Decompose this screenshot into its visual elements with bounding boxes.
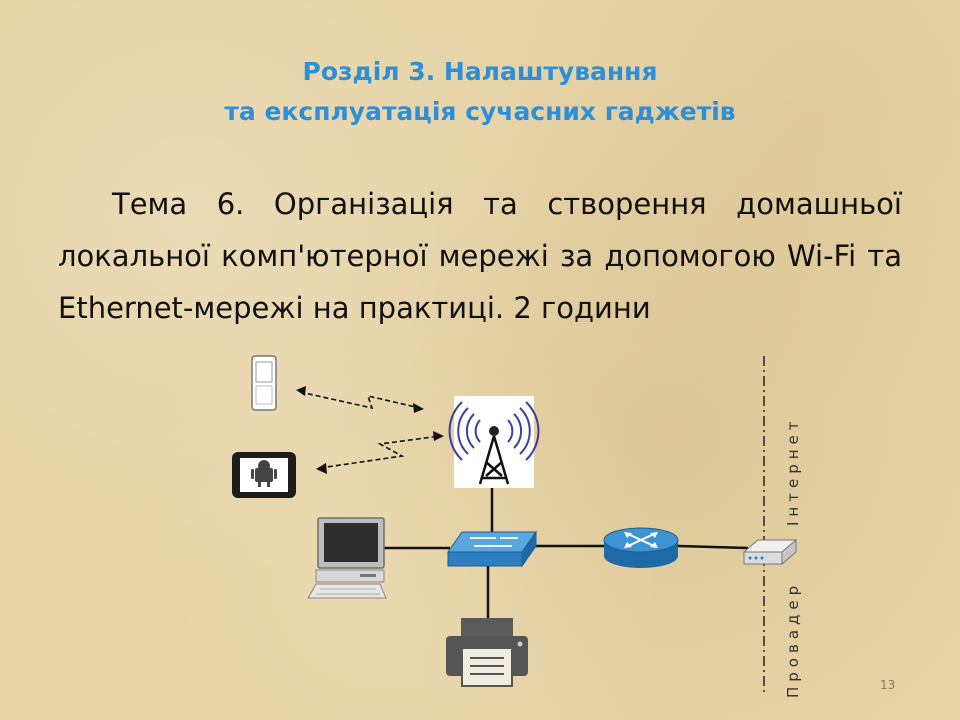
topic-text: Тема 6. Організація та створення домашнь… — [58, 187, 902, 325]
slide-title: Розділ 3. Налаштування та експлуатація с… — [0, 52, 960, 132]
modem-icon — [742, 538, 798, 566]
printer-icon — [446, 618, 528, 687]
network-switch-icon — [447, 530, 537, 568]
tablet-android-icon — [232, 452, 296, 498]
wifi-arrow-tablet — [319, 435, 441, 469]
title-line-2: та експлуатація сучасних гаджетів — [224, 97, 736, 126]
phone-icon — [251, 355, 277, 411]
title-line-1: Розділ 3. Налаштування — [302, 57, 658, 86]
arrow-heads — [296, 386, 444, 474]
internet-label: Інтернет — [784, 416, 802, 527]
wifi-tower-icon — [448, 396, 540, 488]
wireless-links — [299, 391, 441, 469]
wifi-arrow-phone — [299, 391, 421, 410]
network-links — [383, 488, 749, 618]
link-router-modem — [677, 544, 749, 550]
router-icon — [603, 527, 679, 568]
provider-label: Провадер — [784, 580, 802, 698]
computer-icon — [307, 517, 387, 599]
page-number: 13 — [880, 678, 896, 692]
